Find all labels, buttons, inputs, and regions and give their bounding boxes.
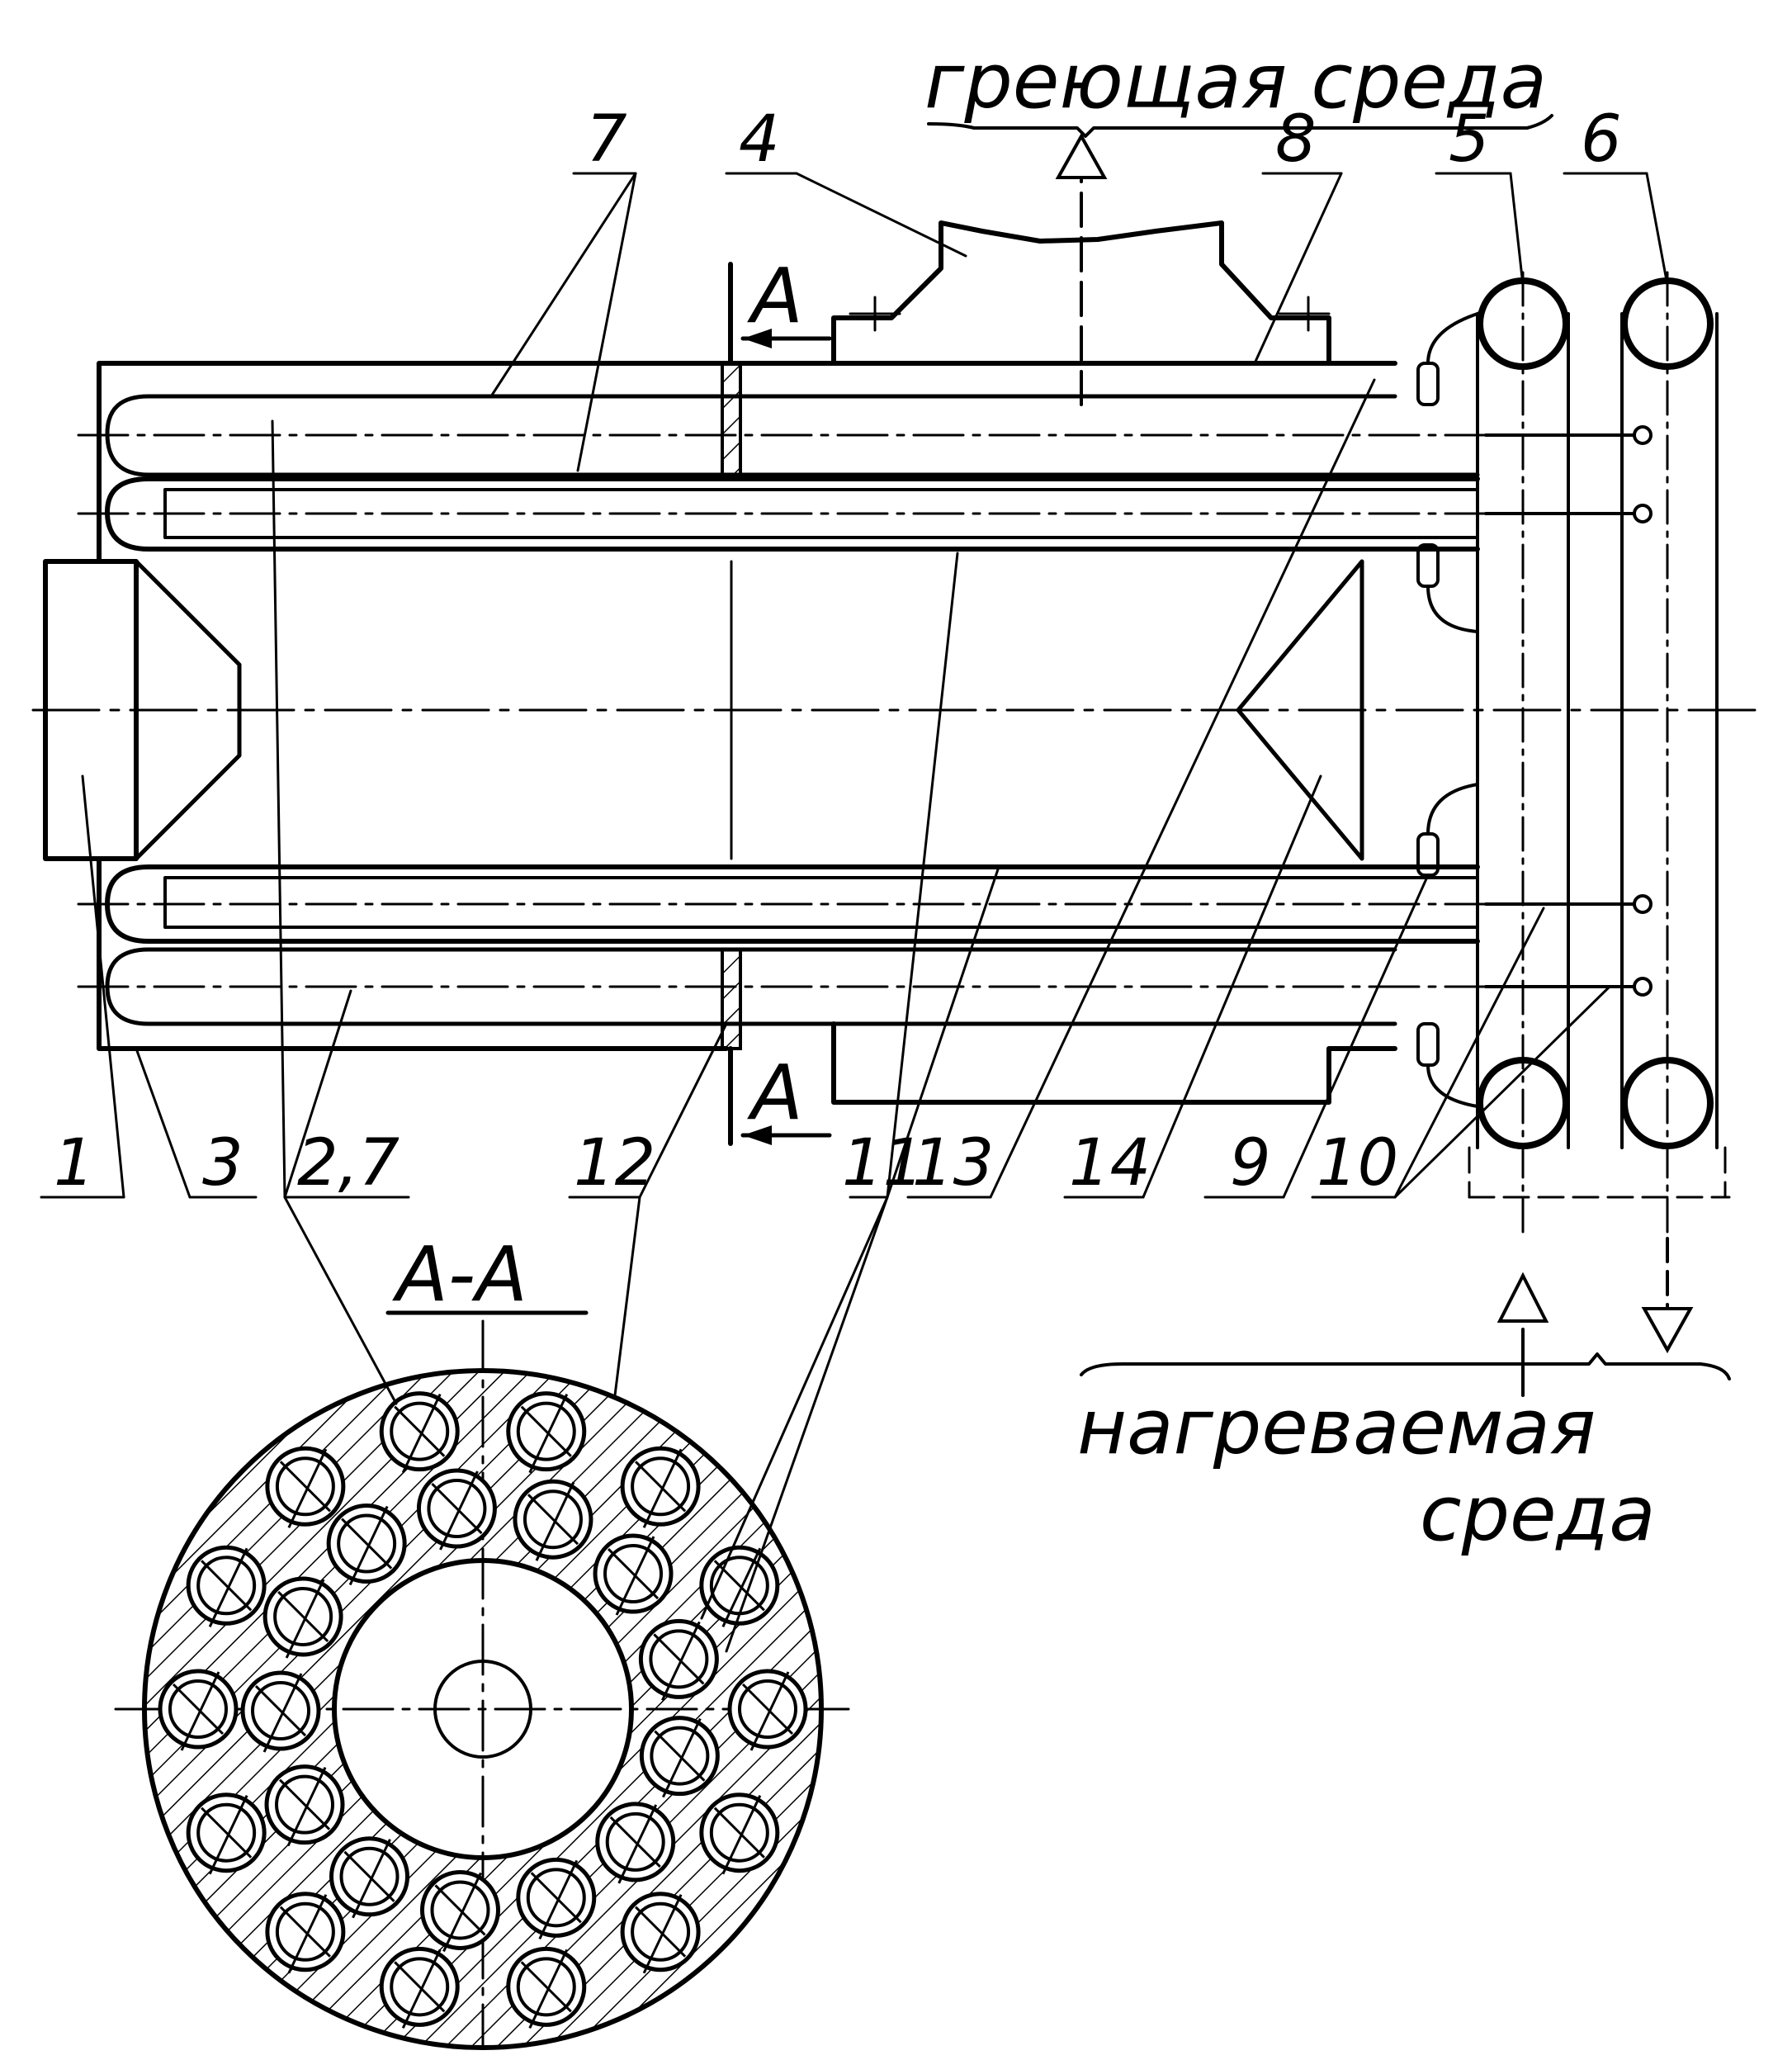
label-14: 14 xyxy=(1069,1126,1151,1200)
tube-section xyxy=(267,1767,343,1846)
label-8: 8 xyxy=(1275,102,1317,177)
label-7: 7 xyxy=(586,102,627,177)
header-6 xyxy=(1622,272,1717,1238)
tube-section xyxy=(622,1894,698,1973)
tube-section xyxy=(422,1872,498,1951)
tube-section xyxy=(188,1795,264,1874)
label-2-7: 2,7 xyxy=(297,1126,400,1200)
tube-section xyxy=(730,1671,806,1750)
tube-section xyxy=(267,1448,343,1527)
tube-section xyxy=(508,1394,584,1473)
section-caption: А-А xyxy=(392,1230,527,1319)
part-labels: 7 4 8 5 6 1 3 2,7 12 11 13 14 9 10 xyxy=(54,102,1622,1200)
title-heated-medium-line2: среда xyxy=(1420,1470,1656,1558)
tube-section xyxy=(267,1894,343,1973)
tube-section xyxy=(265,1579,341,1658)
section-a-a xyxy=(116,1321,850,2048)
baffle-upper xyxy=(722,363,740,475)
label-1: 1 xyxy=(54,1126,95,1200)
tube-section xyxy=(702,1795,778,1874)
label-3: 3 xyxy=(202,1126,244,1200)
lower-casing xyxy=(834,1024,1395,1102)
heated-medium-out-arrow-icon xyxy=(1644,1309,1690,1350)
heated-medium-in-arrow-icon xyxy=(1500,1276,1546,1321)
tube-section xyxy=(329,1506,404,1585)
section-mark-bottom: А xyxy=(747,1049,803,1137)
tube-section xyxy=(332,1839,408,1918)
title-brace-bottom xyxy=(1081,1354,1729,1379)
section-mark-top: А xyxy=(747,252,803,340)
tube-section xyxy=(641,1621,716,1700)
lower-fire-tube xyxy=(165,878,1478,927)
label-5: 5 xyxy=(1449,102,1490,177)
title-heated-medium-line1: нагреваемая xyxy=(1077,1383,1596,1471)
label-4: 4 xyxy=(739,102,780,177)
tube-section xyxy=(381,1949,457,2028)
tube-section xyxy=(518,1859,594,1939)
tube-section xyxy=(418,1470,494,1550)
tube-section xyxy=(598,1804,674,1883)
shell-outline xyxy=(99,363,1395,1049)
label-12: 12 xyxy=(574,1126,655,1200)
tube-section xyxy=(595,1536,671,1615)
tube-section xyxy=(160,1671,236,1750)
tube-section xyxy=(188,1547,264,1627)
label-13: 13 xyxy=(912,1126,994,1200)
label-9: 9 xyxy=(1230,1126,1271,1200)
header-5 xyxy=(1478,272,1568,1238)
baffle-lower xyxy=(722,949,740,1049)
tube-section xyxy=(641,1718,717,1797)
tube-section xyxy=(508,1949,584,2028)
label-10: 10 xyxy=(1317,1126,1398,1200)
tube-section xyxy=(515,1481,591,1560)
heating-medium-arrow-icon xyxy=(1058,136,1104,178)
tube-section xyxy=(622,1448,698,1527)
tube-section xyxy=(381,1394,457,1473)
tube-section xyxy=(243,1673,319,1752)
label-6: 6 xyxy=(1581,102,1622,177)
